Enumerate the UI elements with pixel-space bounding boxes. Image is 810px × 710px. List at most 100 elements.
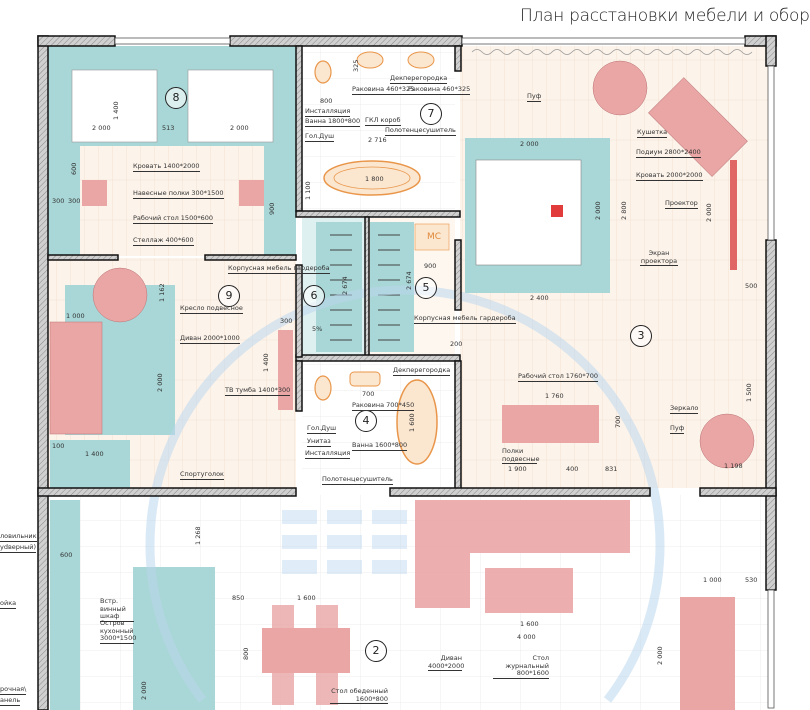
label-partition-4: Декперегородка xyxy=(393,366,451,376)
dim: 1 000 xyxy=(66,312,85,320)
label-shelves-8: Навесные полки 300*1500 xyxy=(133,189,224,199)
label-work-desk: Рабочий стол 1760*700 xyxy=(518,372,598,382)
dim: 530 xyxy=(745,576,758,584)
toilet-4 xyxy=(314,375,332,401)
label-installation-7: Инсталляция xyxy=(305,107,351,117)
room-number-2: 2 xyxy=(365,640,387,662)
dim: 831 xyxy=(605,465,618,473)
dim: 2 000 xyxy=(230,124,249,132)
window-top-left xyxy=(114,37,231,45)
label-kitchen-island: Остров кухонный 3000*1500 xyxy=(100,619,137,644)
sofa-right xyxy=(680,597,735,710)
sink-7b xyxy=(407,51,435,69)
dim: 2 674 xyxy=(405,271,413,290)
walls xyxy=(37,35,777,710)
label-wardrobe-5: Корпусная мебель гардероба xyxy=(414,314,516,324)
dim: 5% xyxy=(312,325,323,333)
label-sink-4: Раковина 700*450 xyxy=(352,401,415,411)
dim: 1 500 xyxy=(745,383,753,402)
label-dining-table: Стол обеденный 1600*800 xyxy=(330,687,388,704)
sport-corner xyxy=(50,440,130,488)
room-number-7: 7 xyxy=(420,103,442,125)
toilet-7 xyxy=(314,60,332,84)
label-bathtub-4: Ванна 1600*800 xyxy=(352,441,408,451)
bed-right xyxy=(187,69,274,143)
plan-title: План расстановки мебели и обору xyxy=(520,6,810,26)
dim: 2 674 xyxy=(341,276,349,295)
dim: 400 xyxy=(566,465,579,473)
hanging-chair xyxy=(92,267,148,323)
kitchen-island xyxy=(133,567,215,710)
label-coffee-table: Стол журнальный 800*1600 xyxy=(493,654,549,679)
label-rack-8: Стеллаж 400*600 xyxy=(133,236,194,246)
dim: 200 xyxy=(450,340,463,348)
projector-screen xyxy=(730,160,737,270)
couch-3 xyxy=(648,77,748,177)
dim: 1 400 xyxy=(112,101,120,120)
bathtub-4 xyxy=(396,379,438,465)
label-partition-7: Декперегородка xyxy=(390,74,448,84)
dim: 1 400 xyxy=(262,353,270,372)
sink-7a xyxy=(356,51,384,69)
label-sink-7b: Раковина 460*325 xyxy=(408,85,471,95)
bed-left xyxy=(71,69,158,143)
dim: 2 000 xyxy=(705,203,713,222)
label-bathtub-7: Ванна 1800*800 xyxy=(305,117,361,127)
label-projector: Проектор xyxy=(665,199,698,209)
label-mirror: Зеркало xyxy=(670,404,699,414)
window-right-2 xyxy=(767,589,775,709)
label-wardrobe-9: Корпусная мебель гардероба xyxy=(228,264,330,274)
dim: 800 xyxy=(320,97,333,105)
dim: 900 xyxy=(268,202,276,215)
dim: 1 100 xyxy=(304,181,312,200)
dim: 1 000 xyxy=(703,576,722,584)
label-towel-7: Полотенцесушитель xyxy=(385,126,456,136)
room-number-8: 8 xyxy=(165,87,187,109)
room-number-3: 3 xyxy=(630,325,652,347)
label-shower-4: Гол.Душ xyxy=(307,424,337,434)
desk-left xyxy=(82,180,107,206)
dim: 1 400 xyxy=(85,450,104,458)
dim: 2 000 xyxy=(656,646,664,665)
dim: 2 800 xyxy=(620,201,628,220)
coffee-table xyxy=(485,568,573,613)
label-cut-fridge: ловильник xyxy=(0,532,37,542)
dim: 1 900 xyxy=(508,465,527,473)
dim: 1 760 xyxy=(545,392,564,400)
label-podium: Подиум 2800*2400 xyxy=(636,148,701,158)
dim: 513 xyxy=(162,124,175,132)
label-gkl-box: ГКЛ короб xyxy=(365,116,401,126)
dim: 2 000 xyxy=(156,373,164,392)
label-cut-panel: анель xyxy=(0,696,21,706)
label-tv-stand: ТВ тумба 1400*300 xyxy=(225,386,291,396)
dim: 1 800 xyxy=(365,175,384,183)
label-hanging-chair: Кресло подвесное xyxy=(180,304,243,314)
label-towel-4: Полотенцесушитель xyxy=(322,475,393,485)
label-installation-4: Инсталляция xyxy=(305,449,351,459)
dim: 2 400 xyxy=(530,294,549,302)
dim: 900 xyxy=(424,262,437,270)
dim: 1 162 xyxy=(158,283,166,302)
dim: 1 198 xyxy=(724,462,743,470)
label-cut-fridge-2: уdверный) xyxy=(0,543,37,553)
tv-stand xyxy=(278,330,293,410)
dim: 2 716 xyxy=(368,136,387,144)
label-sofa-9: Диван 2000*1000 xyxy=(180,334,240,344)
watermark xyxy=(145,285,665,703)
dim: 4 000 xyxy=(517,633,536,641)
dim: 325 xyxy=(352,59,360,72)
washing-machine-label: МС xyxy=(427,232,442,242)
label-shower-7: Гол.Душ xyxy=(305,132,335,142)
label-shelves-3: Полки подвесные xyxy=(502,447,540,464)
room-number-4: 4 xyxy=(355,410,377,432)
label-pouf-3: Пуф xyxy=(527,92,542,102)
dim: 850 xyxy=(232,594,245,602)
label-bed-8: Кровать 1400*2000 xyxy=(133,162,200,172)
label-toilet-4: Унитаз xyxy=(307,437,331,447)
label-pouf-mirror: Пуф xyxy=(670,424,685,434)
dim: 600 xyxy=(70,162,78,175)
dim: 1 600 xyxy=(520,620,539,628)
dim: 300 xyxy=(52,197,65,205)
projector xyxy=(551,205,563,217)
